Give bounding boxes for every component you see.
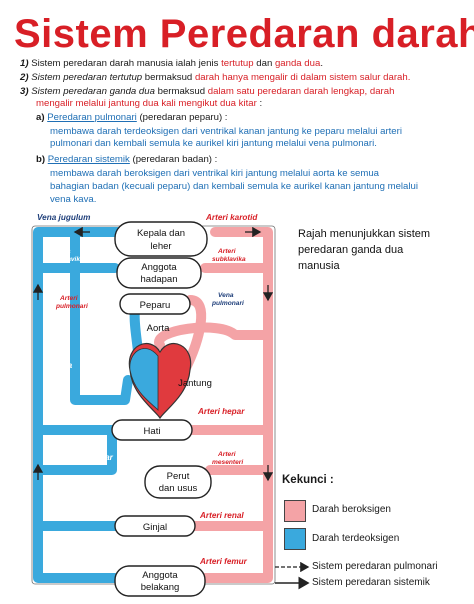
organ-ginjal <box>114 515 196 537</box>
label-vena-femur: Vena femur <box>44 555 89 564</box>
aorta-arch <box>154 322 273 350</box>
heart-shape <box>128 342 192 420</box>
key-pulmonary-label: Sistem peredaran pulmonari <box>312 561 438 572</box>
flow-arrows <box>32 226 274 482</box>
label-anggota-hadapan-1: Anggota <box>141 262 177 273</box>
oxygenated-swatch <box>284 500 306 522</box>
organ-kepala <box>114 221 208 257</box>
key-oxygenated-label: Darah beroksigen <box>312 504 391 515</box>
label-vena-pulmonari-2: pulmonari <box>211 300 244 307</box>
key-title: Kekunci : <box>282 474 334 486</box>
page-title: Sistem Peredaran darah <box>14 12 474 56</box>
label-vena-pulmonari-1: Vena <box>218 292 234 299</box>
label-kepala-1: Kepala dan <box>137 228 185 239</box>
organ-perut <box>144 465 212 499</box>
label-hati: Hati <box>144 426 161 437</box>
point-2: 2) Sistem peredaran tertutup bermaksud d… <box>20 72 411 83</box>
label-peparu: Peparu <box>140 300 171 311</box>
sub-a-desc-2: pulmonari dan kembali semula ke aurikel … <box>50 138 377 149</box>
label-arteri-pulmonari-1: Arteri <box>59 295 78 302</box>
sub-a-heading: a) Peredaran pulmonari (peredaran peparu… <box>36 112 228 123</box>
point-3: 3) Sistem peredaran ganda dua bermaksud … <box>20 86 395 97</box>
sub-b-desc-3: vena kava. <box>50 194 97 205</box>
diagram-caption: Rajah menunjukkan sistem peredaran ganda… <box>298 228 431 272</box>
organ-boxes <box>111 221 212 597</box>
label-arteri-subklavika-2: subklavika <box>212 256 246 263</box>
sub-b-desc-1: membawa darah beroksigen dari ventrikal … <box>50 168 380 179</box>
vena-portal-vessel <box>33 425 117 475</box>
label-perut-1: Perut <box>167 471 190 482</box>
label-vena-kava-1: Vena <box>50 350 70 359</box>
label-arteri-mesenteri-2: mesenteri <box>212 459 243 466</box>
label-vena-jugulum: Vena jugulum <box>37 213 90 222</box>
label-anggota-hadapan-2: hadapan <box>141 274 178 285</box>
label-vena-portal-hepar: Vena portal hepar <box>44 453 114 462</box>
point-1: 1) Sistem peredaran darah manusia ialah … <box>20 58 323 69</box>
aorta-trunk <box>200 227 273 583</box>
label-vena-subklavika-2: subklavika <box>50 256 84 263</box>
label-anggota-belakang-2: belakang <box>141 582 180 593</box>
label-vena-subklavika-1: Vena <box>55 248 71 255</box>
label-jantung: Jantung <box>178 378 212 389</box>
label-kepala-2: leher <box>150 241 171 252</box>
label-perut-2: dan usus <box>159 483 198 494</box>
label-vena-hepar: Vena hepar <box>45 407 90 416</box>
label-arteri-renal: Arteri renal <box>199 511 244 520</box>
sub-a-desc-1: membawa darah terdeoksigen dari ventrika… <box>50 126 402 137</box>
label-arteri-pulmonari-2: pulmonari <box>55 303 88 310</box>
point-3-cont: mengalir melalui jantung dua kali mengik… <box>36 98 263 109</box>
key-deoxygenated-label: Darah terdeoksigen <box>312 533 400 544</box>
label-arteri-hepar: Arteri hepar <box>197 407 245 416</box>
label-vena-renal: Vena renal <box>44 511 86 520</box>
oxygenated-vessels <box>154 227 273 583</box>
vena-kava-to-heart <box>70 227 133 405</box>
key-systemic-label: Sistem peredaran sistemik <box>312 577 430 588</box>
label-anggota-belakang-1: Anggota <box>142 570 178 581</box>
label-arteri-subklavika-1: Arteri <box>217 248 236 255</box>
sub-b-heading: b) Peredaran sistemik (peredaran badan) … <box>36 154 218 165</box>
label-ginjal: Ginjal <box>143 522 167 533</box>
label-aorta: Aorta <box>147 323 170 334</box>
organ-anggota-hadapan <box>116 257 202 289</box>
label-arteri-mesenteri-1: Arteri <box>217 451 236 458</box>
organ-anggota-belakang <box>114 565 206 597</box>
label-arteri-karotid: Arteri karotid <box>205 213 258 222</box>
label-arteri-femur: Arteri femur <box>199 557 248 566</box>
key-arrows <box>275 561 310 590</box>
organ-hati <box>111 419 193 441</box>
sub-b-desc-2: bahagian badan (kecuali peparu) dan kemb… <box>50 181 418 192</box>
deoxygenated-swatch <box>284 528 306 550</box>
organ-peparu <box>119 293 191 315</box>
label-vena-kava-2: kava <box>54 361 73 370</box>
